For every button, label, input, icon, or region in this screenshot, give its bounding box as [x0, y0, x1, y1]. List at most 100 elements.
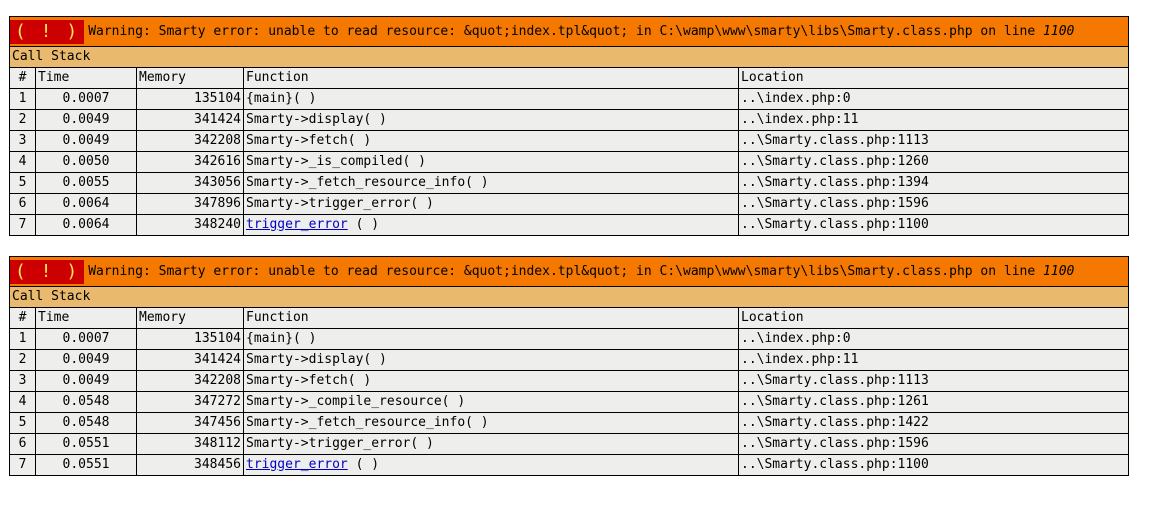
row-location: ..\Smarty.class.php:1113 — [737, 130, 1130, 152]
column-header-row: # Time Memory Function Location — [9, 67, 1130, 89]
row-time: 0.0049 — [35, 109, 137, 131]
row-time: 0.0551 — [35, 433, 137, 455]
row-location: ..\index.php:0 — [737, 328, 1130, 350]
function-call: Smarty->display( ) — [246, 352, 387, 367]
warning-header-row: ( ! )Warning: Smarty error: unable to re… — [8, 256, 1130, 287]
row-function: trigger_error ( ) — [243, 214, 739, 236]
warning-message: Warning: Smarty error: unable to read re… — [88, 24, 1044, 39]
row-number: 2 — [9, 349, 36, 371]
row-memory: 348240 — [136, 214, 244, 236]
row-location: ..\Smarty.class.php:1100 — [737, 214, 1130, 236]
row-memory: 341424 — [136, 349, 244, 371]
row-location: ..\Smarty.class.php:1422 — [737, 412, 1130, 434]
row-number: 3 — [9, 370, 36, 392]
function-call: Smarty->_compile_resource( ) — [246, 394, 466, 409]
col-memory-header: Memory — [136, 67, 244, 89]
warning-line-number: 1100 — [1043, 264, 1075, 279]
row-time: 0.0551 — [35, 454, 137, 476]
row-memory: 342208 — [136, 130, 244, 152]
row-memory: 342208 — [136, 370, 244, 392]
row-function: Smarty->_compile_resource( ) — [243, 391, 739, 413]
row-location: ..\index.php:11 — [737, 349, 1130, 371]
xdebug-error-table: ( ! )Warning: Smarty error: unable to re… — [8, 16, 1130, 236]
xdebug-error-table: ( ! )Warning: Smarty error: unable to re… — [8, 256, 1130, 476]
call-stack-row: Call Stack — [8, 46, 1130, 68]
row-time: 0.0548 — [35, 391, 137, 413]
warning-header: ( ! )Warning: Smarty error: unable to re… — [8, 256, 1130, 287]
row-memory: 341424 — [136, 109, 244, 131]
row-function: Smarty->fetch( ) — [243, 130, 739, 152]
col-num-header: # — [9, 67, 36, 89]
warning-icon: ( ! ) — [10, 19, 85, 44]
row-number: 2 — [9, 109, 36, 131]
row-number: 6 — [9, 193, 36, 215]
row-location: ..\Smarty.class.php:1113 — [737, 370, 1130, 392]
function-call: Smarty->_fetch_resource_info( ) — [246, 175, 489, 190]
col-location-header: Location — [737, 307, 1130, 329]
row-function: trigger_error ( ) — [243, 454, 739, 476]
row-function: Smarty->display( ) — [243, 349, 739, 371]
row-time: 0.0050 — [35, 151, 137, 173]
row-location: ..\Smarty.class.php:1394 — [737, 172, 1130, 194]
row-number: 4 — [9, 151, 36, 173]
row-function: Smarty->_fetch_resource_info( ) — [243, 172, 739, 194]
function-call: Smarty->_is_compiled( ) — [246, 154, 427, 169]
warning-header: ( ! )Warning: Smarty error: unable to re… — [8, 16, 1130, 47]
warning-icon: ( ! ) — [10, 259, 85, 284]
row-time: 0.0055 — [35, 172, 137, 194]
row-location: ..\Smarty.class.php:1596 — [737, 193, 1130, 215]
row-number: 7 — [9, 454, 36, 476]
row-number: 3 — [9, 130, 36, 152]
col-memory-header: Memory — [136, 307, 244, 329]
col-num-header: # — [9, 307, 36, 329]
row-memory: 347272 — [136, 391, 244, 413]
function-call: {main}( ) — [246, 91, 317, 106]
col-location-header: Location — [737, 67, 1130, 89]
row-function: {main}( ) — [243, 328, 739, 350]
col-function-header: Function — [243, 67, 739, 89]
column-header-row: # Time Memory Function Location — [9, 307, 1130, 329]
row-time: 0.0064 — [35, 193, 137, 215]
row-function: Smarty->trigger_error( ) — [243, 193, 739, 215]
row-time: 0.0007 — [35, 88, 137, 110]
row-memory: 348456 — [136, 454, 244, 476]
function-call: Smarty->_fetch_resource_info( ) — [246, 415, 489, 430]
row-time: 0.0007 — [35, 328, 137, 350]
function-doc-link[interactable]: trigger_error — [246, 457, 348, 472]
col-time-header: Time — [35, 67, 137, 89]
row-memory: 342616 — [136, 151, 244, 173]
row-function: {main}( ) — [243, 88, 739, 110]
error-output: ( ! )Warning: Smarty error: unable to re… — [8, 16, 1130, 496]
warning-line-number: 1100 — [1043, 24, 1075, 39]
warning-message: Warning: Smarty error: unable to read re… — [88, 264, 1044, 279]
function-call: Smarty->fetch( ) — [246, 133, 372, 148]
row-time: 0.0064 — [35, 214, 137, 236]
row-location: ..\Smarty.class.php:1261 — [737, 391, 1130, 413]
col-function-header: Function — [243, 307, 739, 329]
row-time: 0.0049 — [35, 370, 137, 392]
call-stack-row: Call Stack — [8, 286, 1130, 308]
function-call: Smarty->display( ) — [246, 112, 387, 127]
row-location: ..\index.php:0 — [737, 88, 1130, 110]
row-memory: 348112 — [136, 433, 244, 455]
row-number: 1 — [9, 88, 36, 110]
warning-header-row: ( ! )Warning: Smarty error: unable to re… — [8, 16, 1130, 47]
function-doc-link[interactable]: trigger_error — [246, 217, 348, 232]
row-time: 0.0049 — [35, 130, 137, 152]
row-number: 1 — [9, 328, 36, 350]
row-memory: 347896 — [136, 193, 244, 215]
